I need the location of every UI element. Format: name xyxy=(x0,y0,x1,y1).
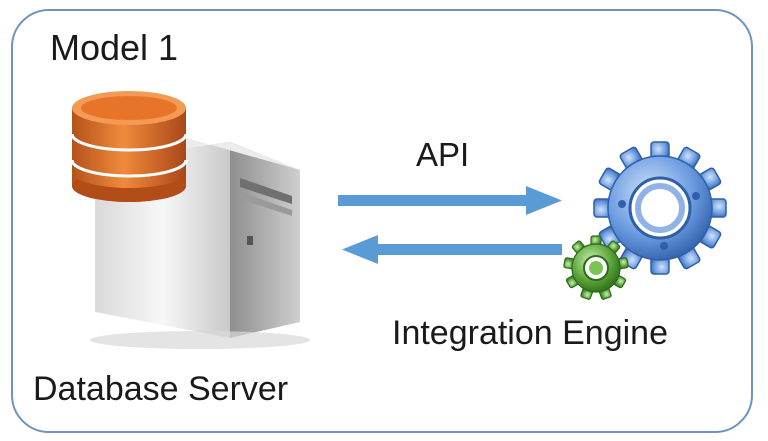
diagram-title: Model 1 xyxy=(50,27,179,68)
database-server-label: Database Server xyxy=(33,370,289,408)
diagram-frame xyxy=(11,9,753,433)
api-arrow-left xyxy=(342,235,562,264)
api-arrow-right xyxy=(338,186,562,215)
database-server-icon xyxy=(70,91,310,349)
gears-icon xyxy=(563,141,727,300)
integration-engine-label: Integration Engine xyxy=(392,314,668,352)
api-label: API xyxy=(416,136,470,173)
